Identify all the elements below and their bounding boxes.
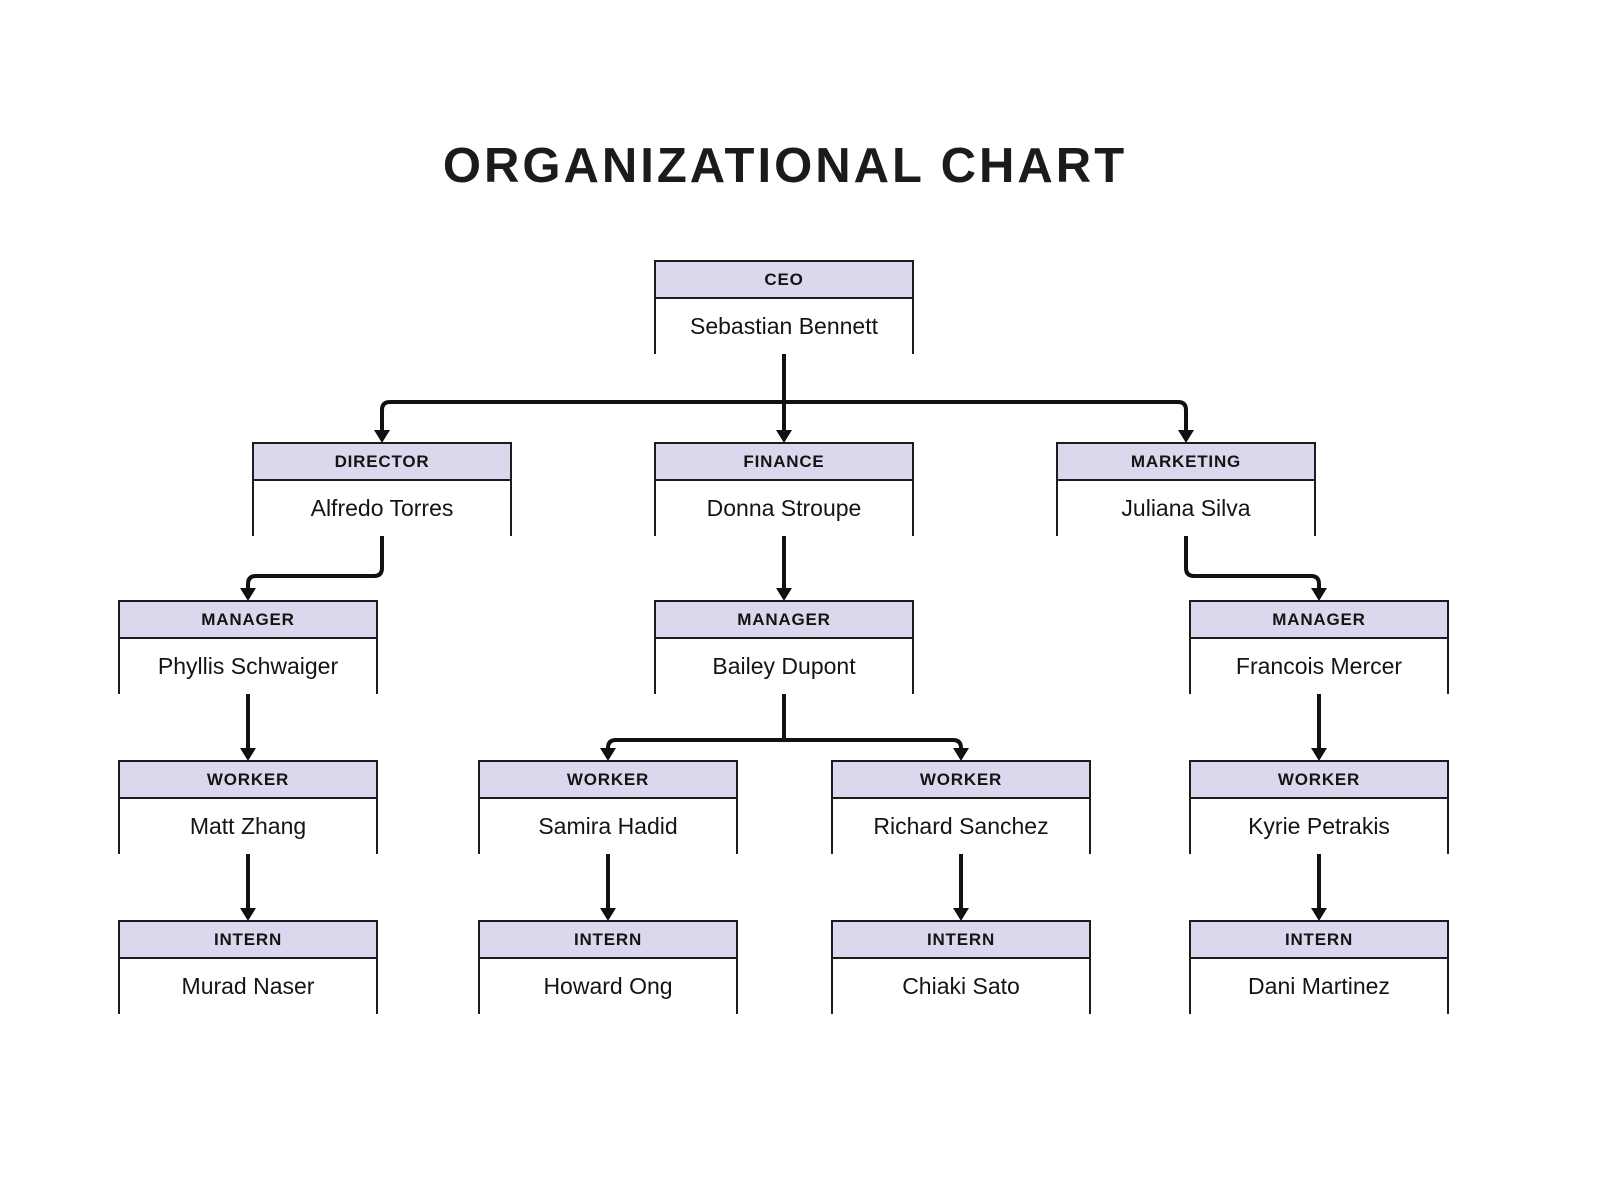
arrowhead-worker-marketing bbox=[1311, 748, 1327, 761]
org-node-manager-marketing: MANAGER Francois Mercer bbox=[1189, 600, 1449, 694]
org-node-manager-finance: MANAGER Bailey Dupont bbox=[654, 600, 914, 694]
arrowhead-intern-finance-2 bbox=[953, 908, 969, 921]
arrowhead-intern-marketing bbox=[1311, 908, 1327, 921]
page-title: ORGANIZATIONAL CHART bbox=[442, 139, 1128, 193]
org-node-manager-director: MANAGER Phyllis Schwaiger bbox=[118, 600, 378, 694]
person-name: Howard Ong bbox=[480, 959, 736, 1014]
role-label: INTERN bbox=[480, 922, 736, 959]
connector-director-manager bbox=[246, 536, 384, 589]
person-name: Matt Zhang bbox=[120, 799, 376, 854]
connector-ceo-bus-left bbox=[380, 400, 784, 431]
org-node-ceo: CEO Sebastian Bennett bbox=[654, 260, 914, 354]
person-name: Donna Stroupe bbox=[656, 481, 912, 536]
org-node-intern-finance-1: INTERN Howard Ong bbox=[478, 920, 738, 1014]
role-label: MANAGER bbox=[656, 602, 912, 639]
person-name: Chiaki Sato bbox=[833, 959, 1089, 1014]
person-name: Juliana Silva bbox=[1058, 481, 1314, 536]
person-name: Samira Hadid bbox=[480, 799, 736, 854]
person-name: Kyrie Petrakis bbox=[1191, 799, 1447, 854]
arrowhead-manager-finance bbox=[776, 588, 792, 601]
person-name: Dani Martinez bbox=[1191, 959, 1447, 1014]
role-label: INTERN bbox=[120, 922, 376, 959]
person-name: Sebastian Bennett bbox=[656, 299, 912, 354]
role-label: FINANCE bbox=[656, 444, 912, 481]
org-node-worker-director: WORKER Matt Zhang bbox=[118, 760, 378, 854]
role-label: WORKER bbox=[833, 762, 1089, 799]
org-node-intern-finance-2: INTERN Chiaki Sato bbox=[831, 920, 1091, 1014]
connector-ceo-bus-right bbox=[784, 400, 1188, 431]
person-name: Richard Sanchez bbox=[833, 799, 1089, 854]
person-name: Francois Mercer bbox=[1191, 639, 1447, 694]
arrowhead-finance bbox=[776, 430, 792, 443]
person-name: Bailey Dupont bbox=[656, 639, 912, 694]
arrowhead-manager-marketing bbox=[1311, 588, 1327, 601]
role-label: MANAGER bbox=[120, 602, 376, 639]
role-label: WORKER bbox=[1191, 762, 1447, 799]
role-label: INTERN bbox=[833, 922, 1089, 959]
role-label: INTERN bbox=[1191, 922, 1447, 959]
org-node-worker-finance-2: WORKER Richard Sanchez bbox=[831, 760, 1091, 854]
org-node-intern-director: INTERN Murad Naser bbox=[118, 920, 378, 1014]
org-node-finance: FINANCE Donna Stroupe bbox=[654, 442, 914, 536]
arrowhead-worker-director bbox=[240, 748, 256, 761]
person-name: Phyllis Schwaiger bbox=[120, 639, 376, 694]
person-name: Murad Naser bbox=[120, 959, 376, 1014]
org-node-intern-marketing: INTERN Dani Martinez bbox=[1189, 920, 1449, 1014]
person-name: Alfredo Torres bbox=[254, 481, 510, 536]
arrowhead-worker-finance-1 bbox=[600, 748, 616, 761]
role-label: CEO bbox=[656, 262, 912, 299]
role-label: DIRECTOR bbox=[254, 444, 510, 481]
org-node-worker-marketing: WORKER Kyrie Petrakis bbox=[1189, 760, 1449, 854]
role-label: MARKETING bbox=[1058, 444, 1314, 481]
role-label: MANAGER bbox=[1191, 602, 1447, 639]
role-label: WORKER bbox=[120, 762, 376, 799]
connector-manager2-bus-left bbox=[606, 738, 784, 750]
role-label: WORKER bbox=[480, 762, 736, 799]
arrowhead-intern-finance-1 bbox=[600, 908, 616, 921]
arrowhead-intern-director bbox=[240, 908, 256, 921]
arrowhead-marketing bbox=[1178, 430, 1194, 443]
org-node-worker-finance-1: WORKER Samira Hadid bbox=[478, 760, 738, 854]
arrowhead-worker-finance-2 bbox=[953, 748, 969, 761]
org-node-marketing: MARKETING Juliana Silva bbox=[1056, 442, 1316, 536]
connector-manager2-bus-right bbox=[784, 738, 963, 750]
org-node-director: DIRECTOR Alfredo Torres bbox=[252, 442, 512, 536]
connector-marketing-manager bbox=[1184, 536, 1321, 589]
arrowhead-director bbox=[374, 430, 390, 443]
arrowhead-manager-director bbox=[240, 588, 256, 601]
